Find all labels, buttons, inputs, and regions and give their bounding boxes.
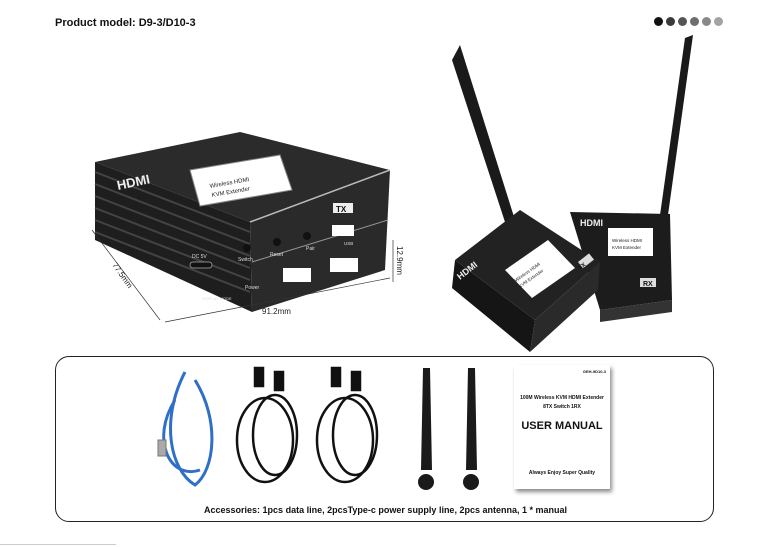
accessory-antenna	[463, 368, 479, 490]
manual-title: USER MANUAL	[521, 420, 603, 432]
rx-label-line1: Wireless HDMI	[612, 238, 642, 243]
usb-label: USB	[344, 241, 353, 246]
height-dimension: 12.9mm	[395, 246, 404, 275]
accessory-usb-cable	[157, 371, 214, 487]
manual-code: GEH-9D10-3	[582, 369, 606, 374]
depth-dimension: 77.5mm	[110, 261, 134, 290]
pair-label: Pair	[306, 246, 315, 252]
tx-rx-pair-image: HDMI Wireless HDMI KVM Extender RX HDMI …	[452, 35, 693, 352]
manual-subtitle-2: 8TX Switch 1RX	[543, 404, 581, 410]
display-mode-label: DISPLAY MODE	[202, 296, 232, 301]
tx-badge: TX	[336, 205, 347, 214]
rx-label-line2: KVM Extender	[612, 245, 642, 250]
accessory-antenna	[418, 368, 434, 490]
tx-badge-small: TX	[578, 262, 588, 271]
rx-brand-logo: HDMI	[580, 218, 603, 228]
power-label: Power	[245, 285, 260, 291]
accessory-typec-cable	[235, 366, 299, 484]
user-manual-image: GEH-9D10-3 100M Wireless KVM HDMI Extend…	[514, 365, 610, 489]
tx-brand-logo: HDMI	[116, 171, 152, 193]
page-dot[interactable]	[678, 17, 687, 26]
accessories-caption: Accessories: 1pcs data line, 2pcsType-c …	[204, 505, 567, 515]
page-dot[interactable]	[702, 17, 711, 26]
page-indicator	[654, 17, 723, 26]
dc-port-label: DC 5V	[192, 254, 207, 260]
rx-badge: RX	[643, 281, 653, 288]
page-dot[interactable]	[666, 17, 675, 26]
manual-slogan: Always Enjoy Super Quality	[528, 470, 596, 476]
manual-subtitle: 100M Wireless KVM HDMI Extender	[520, 395, 604, 401]
reset-label: Reset	[270, 252, 284, 258]
product-model-title: Product model: D9-3/D10-3	[55, 17, 196, 29]
page-dot[interactable]	[714, 17, 723, 26]
page-dot[interactable]	[654, 17, 663, 26]
accessory-typec-cable	[315, 366, 379, 484]
switch-label: Switch	[238, 257, 253, 263]
accessories-panel	[55, 356, 714, 522]
page-dot[interactable]	[690, 17, 699, 26]
width-dimension: 91.2mm	[262, 307, 291, 316]
tx-device-image: HDMI Wireless HDMI KVM Extender TX DC 5V…	[91, 132, 404, 323]
footer-divider	[0, 544, 116, 545]
